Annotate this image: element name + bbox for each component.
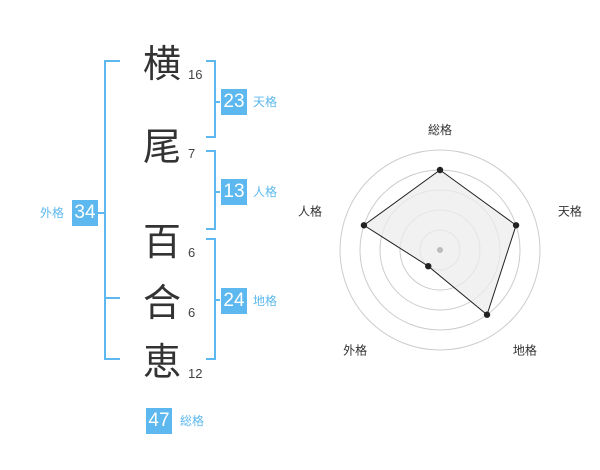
stroke-count-1: 16 [188,67,203,82]
stroke-count-4: 6 [188,305,196,320]
radar-point-2 [512,222,520,229]
radar-point-3 [483,311,491,318]
radar-axis-label-3: 地格 [513,342,537,357]
stroke-count-3: 6 [188,245,196,260]
stroke-count-2: 7 [188,146,196,161]
name-char-1: 横 [142,42,181,86]
radar-data-polygon [363,169,517,316]
name-char-2: 尾 [142,125,181,169]
radar-point-5 [360,222,368,229]
radar-point-1 [436,166,444,174]
soukaku-label: 総格 [180,414,205,428]
radar-point-4 [425,262,432,270]
gaikaku-value-badge: 34 [72,200,98,226]
radar-grid-ring-5 [339,149,541,351]
radar-center-dot [437,247,443,253]
jinkaku-label: 人格 [253,185,278,199]
name-char-4: 合 [142,281,181,325]
radar-axis-label-5: 人格 [298,204,322,219]
name-char-3: 百 [142,220,181,264]
chikaku-label: 地格 [253,294,278,308]
name-char-5: 恵 [142,340,181,384]
tenkaku-label: 天格 [253,95,278,109]
chikaku-value-badge: 24 [221,288,247,314]
jinkaku-value-badge: 13 [221,179,247,205]
gaikaku-label: 外格 [40,206,65,220]
radar-axis-label-4: 外格 [343,342,367,357]
tenkaku-value-badge: 23 [221,89,247,115]
radar-axis-label-1: 総格 [428,122,452,137]
radar-axis-label-2: 天格 [558,204,582,219]
soukaku-value-badge: 47 [146,408,172,434]
stroke-count-5: 12 [188,366,203,381]
